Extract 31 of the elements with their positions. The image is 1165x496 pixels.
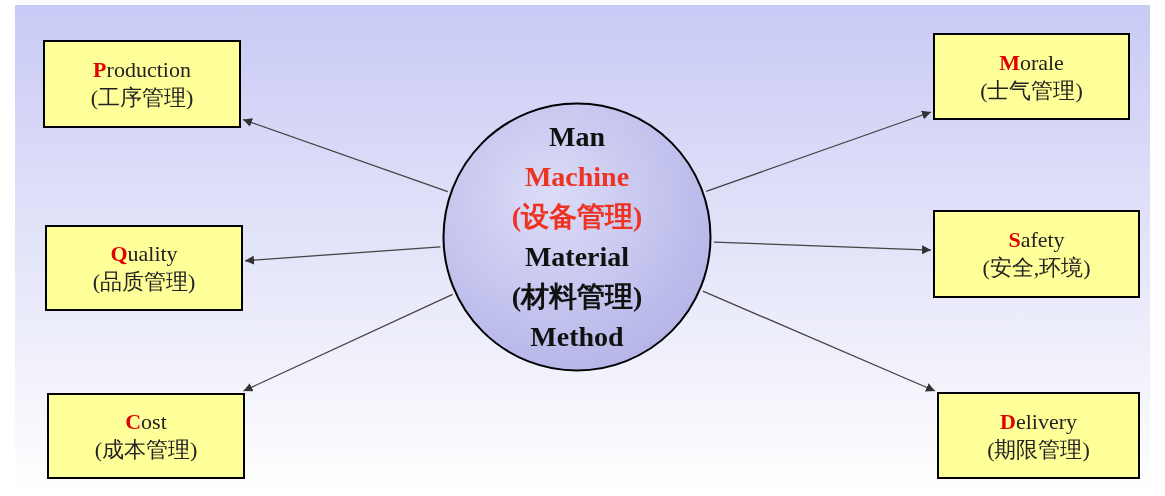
box-heading: Quality [110, 240, 178, 268]
circle-text: Material [524, 240, 630, 274]
box-heading: Morale [999, 48, 1064, 77]
label-box [937, 392, 1140, 479]
circle-text: (设备管理) [511, 200, 643, 234]
box-subtitle: (工序管理) [90, 84, 194, 112]
circle-text: Man [549, 120, 605, 154]
box-heading: Production [93, 56, 191, 84]
arrow [713, 241, 932, 255]
circle-text: Method [530, 320, 624, 354]
box-subtitle: (成本管理) [94, 436, 198, 464]
box-heading: Delivery [1000, 407, 1077, 436]
box-subtitle: (期限管理) [987, 435, 1090, 464]
circle-text: Machine [524, 160, 630, 194]
circle-text: (材料管理) [511, 280, 643, 314]
label-box [933, 210, 1140, 298]
box-subtitle: (品质管理) [92, 268, 196, 296]
arrow [244, 246, 441, 265]
box-subtitle: (士气管理) [980, 76, 1083, 105]
arrow [242, 118, 449, 193]
arrow [242, 293, 454, 392]
box-subtitle: (安全,环境) [982, 254, 1091, 282]
label-box [45, 225, 243, 311]
box-heading: Safety [1008, 226, 1065, 254]
label-box [933, 33, 1130, 120]
label-box [43, 40, 241, 128]
box-heading: Cost [125, 408, 167, 436]
center-circle [442, 102, 712, 372]
arrow [702, 290, 936, 392]
label-box [47, 393, 245, 479]
arrow [705, 110, 932, 193]
